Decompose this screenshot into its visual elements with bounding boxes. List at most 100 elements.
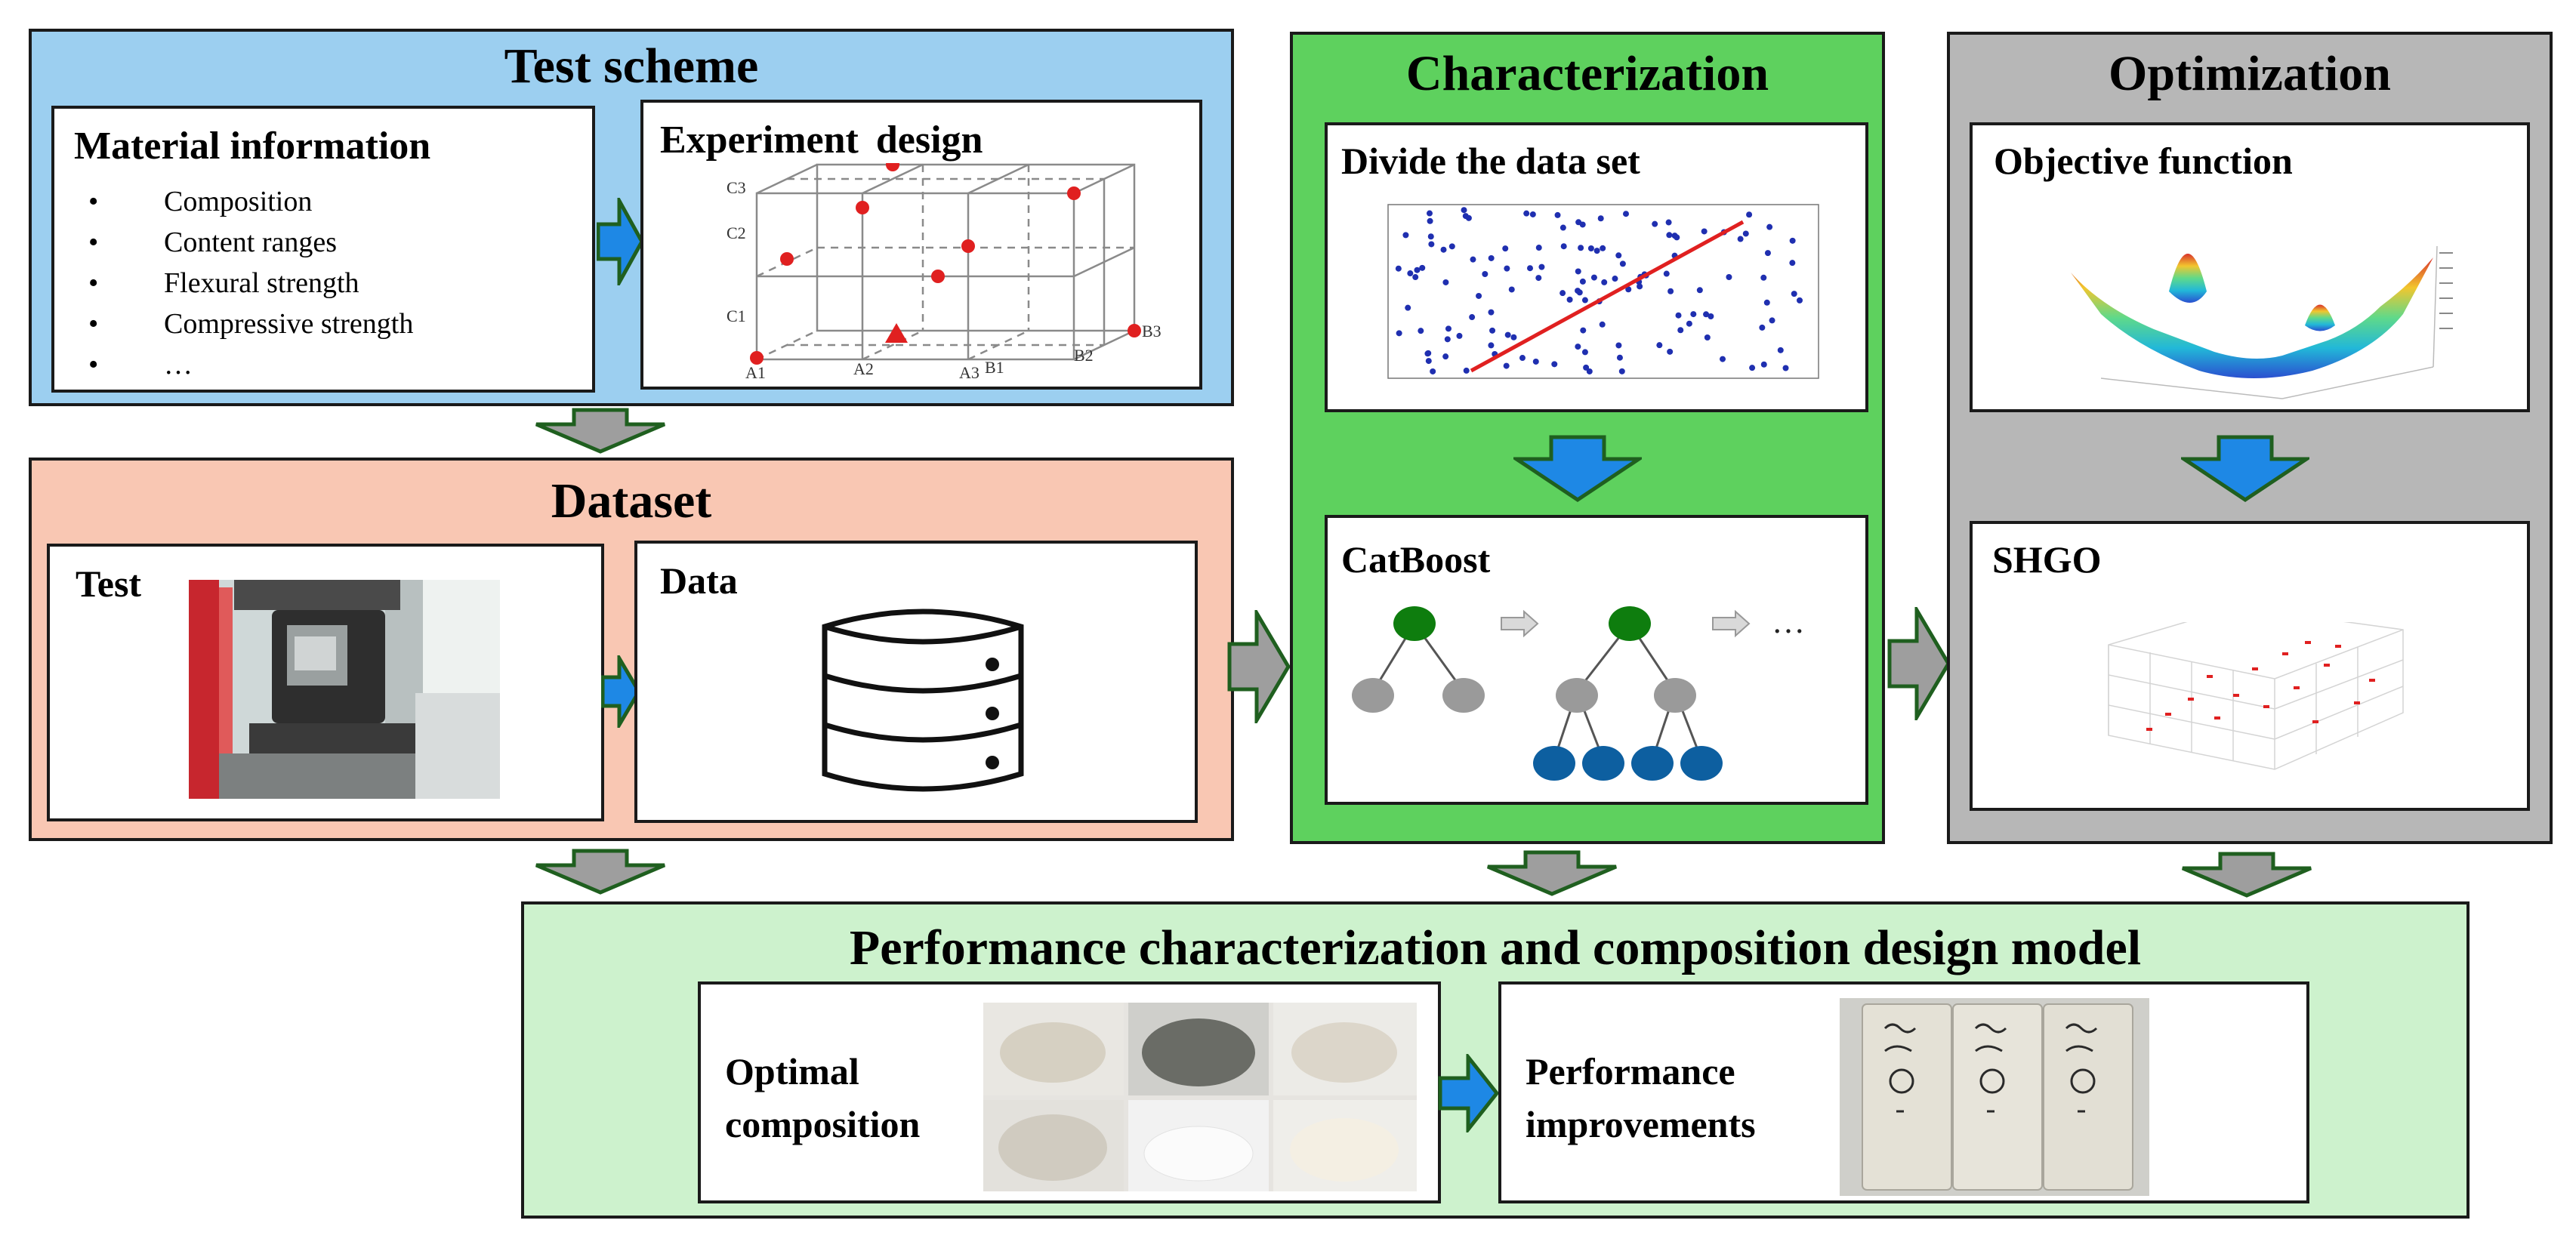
scatter-point (1579, 278, 1586, 285)
scatter-point (1597, 215, 1604, 222)
scatter-point (1502, 245, 1509, 252)
catboost-box: CatBoost … (1325, 515, 1868, 805)
scatter-point (1696, 287, 1703, 294)
scatter-point (1489, 327, 1496, 334)
scatter-point (1488, 254, 1495, 261)
scatter-point (1503, 362, 1510, 369)
scatter-point (1615, 342, 1622, 349)
test-box: Test (47, 544, 604, 821)
scatter-point (1704, 334, 1711, 341)
scatter-point (1746, 211, 1753, 218)
scatter-point (1535, 245, 1542, 251)
scatter-point (1587, 245, 1594, 251)
scatter-point (1666, 232, 1673, 239)
scatter-point (1766, 223, 1773, 230)
scatter-point (1701, 228, 1708, 235)
scatter-point (1708, 313, 1714, 320)
scatter-point (1686, 320, 1692, 327)
scatter-point (1742, 230, 1749, 237)
arrow-characterization-to-model (1487, 850, 1617, 896)
scatter-point (1578, 245, 1584, 251)
scatter-point (1675, 312, 1682, 319)
scatter-point (1396, 330, 1402, 337)
scatter-point (1720, 356, 1726, 362)
model-title: Performance characterization and composi… (849, 920, 2142, 975)
scatter-point (1559, 224, 1566, 231)
material-item-ellipsis: … (54, 344, 583, 385)
shgo-box: SHGO (1970, 521, 2530, 811)
material-item-flexural-strength: Flexural strength (54, 263, 583, 304)
optimal-composition-label: Optimal composition (725, 1050, 921, 1145)
scatter-point (1476, 292, 1482, 299)
split-line (1470, 220, 1745, 373)
scatter-point (1797, 297, 1803, 304)
scatter-point (1600, 245, 1606, 251)
arrow-dataset-to-characterization (1227, 610, 1291, 723)
scatter-point (1760, 361, 1767, 368)
scatter-point (1637, 283, 1643, 290)
scatter-point (1504, 331, 1511, 338)
scatter-point (1532, 358, 1539, 365)
scatter-point (1737, 236, 1744, 242)
data-title: Data (660, 559, 738, 602)
test-machine-photo (189, 580, 500, 799)
scatter-point (1583, 364, 1590, 371)
scatter-point (1759, 324, 1766, 331)
dataset-title: Dataset (551, 473, 712, 528)
scatter-point (1652, 220, 1658, 227)
powder-samples-photo (983, 1003, 1417, 1191)
scatter-point (1789, 260, 1796, 267)
scatter-point (1618, 368, 1625, 374)
scatter-point (1508, 286, 1515, 293)
objective-function-box: Objective function (1970, 122, 2530, 412)
specimen-blocks-photo (1840, 998, 2149, 1196)
scatter-point (1764, 250, 1771, 257)
scatter-point (1566, 296, 1573, 303)
scatter-point (1527, 265, 1534, 272)
scatter-point (1575, 344, 1581, 350)
scatter-point (1529, 211, 1536, 217)
scatter-point (1667, 288, 1674, 294)
cube-label-b3: B3 (1142, 322, 1162, 341)
scatter-point (1456, 332, 1463, 339)
shgo-3d-scatter (2108, 622, 2404, 770)
scatter-point (1428, 241, 1435, 248)
scatter-point (1488, 309, 1495, 316)
arrow-optimization-to-model (2182, 852, 2312, 898)
arrow-test-to-data (601, 655, 640, 728)
arrow-characterization-to-optimization (1887, 607, 1951, 720)
experiment-design-cube: C1 C2 C3 A1 A2 A3 B1 B2 B3 (727, 163, 1162, 382)
scatter-point (1424, 350, 1431, 357)
scatter-point (1663, 270, 1670, 277)
scatter-point (1616, 354, 1623, 361)
scatter-point (1551, 361, 1558, 368)
cube-label-a1: A1 (745, 363, 766, 382)
scatter-point (1407, 270, 1414, 277)
scatter-point (1444, 336, 1451, 343)
material-item-content-ranges: Content ranges (54, 222, 583, 263)
scatter-point (1656, 342, 1663, 349)
scatter-point (1590, 274, 1597, 281)
cube-label-b2: B2 (1074, 346, 1094, 365)
scatter-point (1462, 213, 1469, 220)
scatter-point (1425, 358, 1432, 365)
material-item-composition: Composition (54, 181, 583, 222)
scatter-point (1414, 267, 1421, 273)
scatter-point (1674, 234, 1680, 241)
scatter-point (1593, 248, 1600, 254)
objective-function-title: Objective function (1994, 140, 2293, 182)
scatter-point (1538, 263, 1545, 270)
catboost-title: CatBoost (1341, 538, 1491, 581)
optimization-title: Optimization (2109, 46, 2391, 101)
scatter-point (1395, 265, 1402, 272)
scatter-point (1575, 288, 1581, 294)
scatter-point (1469, 314, 1476, 321)
scatter-point (1523, 210, 1530, 217)
scatter-point (1445, 325, 1452, 332)
scatter-point (1426, 210, 1433, 217)
scatter-point (1510, 334, 1517, 341)
arrow-scheme-to-dataset (535, 408, 665, 454)
divide-dataset-title: Divide the data set (1341, 140, 1640, 182)
catboost-ellipsis: … (1772, 603, 1805, 640)
scatter-point (1580, 327, 1587, 334)
